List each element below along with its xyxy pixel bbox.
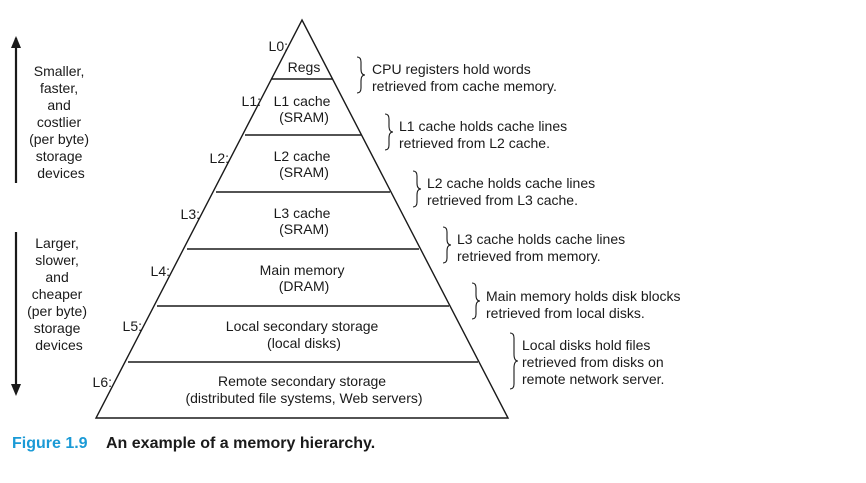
- note-line: Local disks hold files: [522, 337, 650, 353]
- upward-arrow-head: [11, 36, 21, 48]
- level-line: L1 cache: [274, 93, 331, 109]
- note-line: retrieved from local disks.: [486, 305, 645, 321]
- level-tag-l4: L4:: [151, 263, 170, 279]
- level-line: L3 cache: [274, 205, 331, 221]
- level-line: Remote secondary storage: [218, 373, 386, 389]
- note-line: L1 cache holds cache lines: [399, 118, 567, 134]
- left-top-text: Smaller, faster, and costlier (per byte)…: [29, 63, 93, 181]
- left-bottom-line: (per byte): [27, 303, 87, 319]
- level-tag-l2: L2:: [210, 150, 229, 166]
- level-label-l6: Remote secondary storage (distributed fi…: [185, 373, 422, 406]
- level-line: Regs: [288, 59, 321, 75]
- left-bottom-text: Larger, slower, and cheaper (per byte) s…: [27, 235, 91, 353]
- note-local-disks: Local disks hold files retrieved from di…: [522, 337, 668, 387]
- note-line: L3 cache holds cache lines: [457, 231, 625, 247]
- left-bottom-line: storage: [34, 320, 81, 336]
- level-label-l4: Main memory (DRAM): [260, 262, 349, 294]
- note-line: retrieved from disks on: [522, 354, 664, 370]
- note-l3-cache: L3 cache holds cache lines retrieved fro…: [457, 231, 629, 264]
- level-line: (local disks): [267, 335, 341, 351]
- note-main-memory: Main memory holds disk blocks retrieved …: [486, 288, 684, 321]
- level-label-l2: L2 cache (SRAM): [274, 148, 335, 180]
- level-tag-l1: L1:: [242, 93, 261, 109]
- figure-caption: An example of a memory hierarchy.: [106, 435, 375, 452]
- left-top-line: (per byte): [29, 131, 89, 147]
- level-tag-l5: L5:: [123, 318, 142, 334]
- level-line: Main memory: [260, 262, 345, 278]
- level-label-l5: Local secondary storage (local disks): [226, 318, 382, 351]
- brace: [442, 226, 452, 264]
- level-line: (DRAM): [279, 278, 330, 294]
- left-top-line: costlier: [37, 114, 82, 130]
- note-registers: CPU registers hold words retrieved from …: [372, 61, 557, 94]
- note-line: retrieved from cache memory.: [372, 78, 557, 94]
- brace: [384, 113, 394, 151]
- left-top-line: faster,: [40, 80, 78, 96]
- brace: [356, 56, 366, 94]
- brace: [412, 170, 422, 208]
- level-label-l1: L1 cache (SRAM): [274, 93, 335, 125]
- brace: [509, 332, 519, 390]
- left-bottom-line: slower,: [35, 252, 79, 268]
- pyramid-outline: [94, 18, 510, 419]
- note-line: Main memory holds disk blocks: [486, 288, 681, 304]
- left-top-line: and: [47, 97, 70, 113]
- left-bottom-line: and: [45, 269, 68, 285]
- left-bottom-line: cheaper: [32, 286, 83, 302]
- level-label-l0: Regs: [288, 59, 321, 75]
- note-line: CPU registers hold words: [372, 61, 531, 77]
- note-line: retrieved from L2 cache.: [399, 135, 550, 151]
- level-tag-l0: L0:: [269, 38, 288, 54]
- left-top-line: Smaller,: [34, 63, 85, 79]
- level-tag-l6: L6:: [93, 374, 112, 390]
- level-line: Local secondary storage: [226, 318, 379, 334]
- level-label-l3: L3 cache (SRAM): [274, 205, 335, 237]
- level-line: (SRAM): [279, 221, 329, 237]
- note-line: remote network server.: [522, 371, 664, 387]
- level-line: (distributed file systems, Web servers): [185, 390, 422, 406]
- level-line: (SRAM): [279, 164, 329, 180]
- level-line: (SRAM): [279, 109, 329, 125]
- downward-arrow-head: [11, 384, 21, 396]
- level-tag-l3: L3:: [181, 206, 200, 222]
- left-bottom-line: devices: [35, 337, 82, 353]
- level-line: L2 cache: [274, 148, 331, 164]
- note-l2-cache: L2 cache holds cache lines retrieved fro…: [427, 175, 599, 208]
- note-line: retrieved from L3 cache.: [427, 192, 578, 208]
- left-top-line: storage: [36, 148, 83, 164]
- left-bottom-line: Larger,: [35, 235, 79, 251]
- left-top-line: devices: [37, 165, 84, 181]
- brace: [471, 282, 481, 320]
- note-line: retrieved from memory.: [457, 248, 601, 264]
- figure-number: Figure 1.9: [12, 435, 88, 452]
- note-line: L2 cache holds cache lines: [427, 175, 595, 191]
- note-l1-cache: L1 cache holds cache lines retrieved fro…: [399, 118, 571, 151]
